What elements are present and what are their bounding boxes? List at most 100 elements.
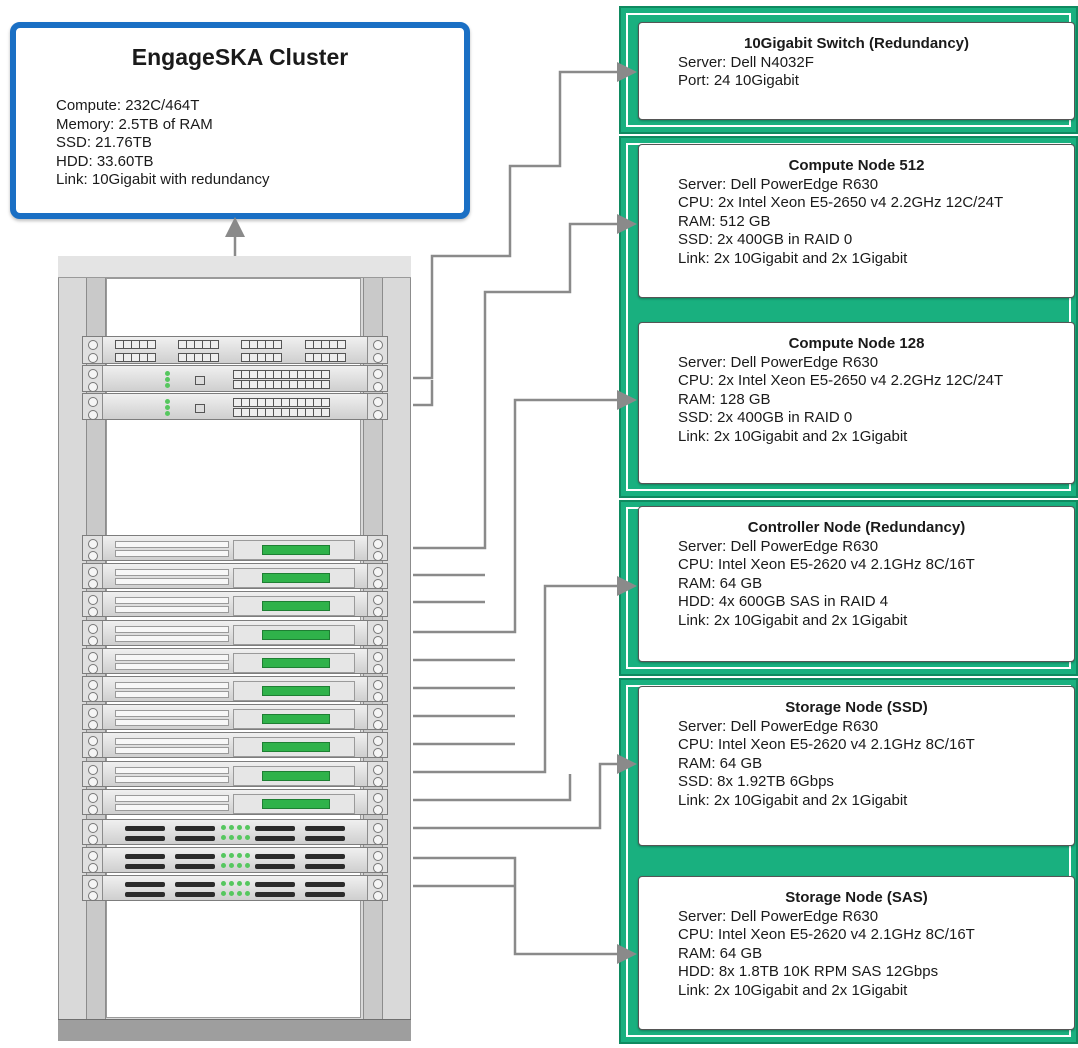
screw-icon [88, 764, 98, 775]
port-icon [290, 409, 297, 416]
port-icon [266, 409, 273, 416]
screw-icon [373, 891, 383, 902]
screw-icon [373, 680, 383, 690]
disk-slot-icon [125, 892, 165, 898]
node-compute-128: Compute Node 128 Server: Dell PowerEdge … [638, 322, 1075, 484]
drive-led-icon [229, 853, 234, 859]
node-line: RAM: 128 GB [678, 390, 771, 408]
drive-led-icon [221, 835, 226, 840]
port-block [233, 370, 330, 379]
screw-icon [373, 381, 383, 392]
screw-icon [373, 863, 383, 874]
screw-icon [373, 340, 383, 350]
disk-slot-icon [305, 826, 345, 831]
screw-icon [373, 736, 383, 747]
wire-storage-sas [413, 856, 637, 964]
screw-icon [373, 720, 383, 731]
server-unit [82, 676, 388, 702]
server-front-panel [233, 540, 355, 560]
server-bay [115, 578, 229, 586]
port-block [115, 340, 156, 349]
wire-switch-1 [413, 62, 637, 380]
rack-ear [367, 592, 387, 618]
port-icon [322, 399, 329, 406]
port-icon [250, 381, 257, 388]
screw-icon [88, 708, 98, 719]
server-unit [82, 760, 388, 787]
node-compute-512: Compute Node 512 Server: Dell PowerEdge … [638, 144, 1075, 298]
port-icon [274, 381, 281, 388]
server-unit [82, 619, 388, 646]
node-controller: Controller Node (Redundancy) Server: Del… [638, 506, 1075, 662]
screw-icon [373, 692, 383, 702]
screw-icon [373, 579, 383, 590]
server-unit [82, 591, 388, 618]
disk-slot-icon [175, 882, 215, 888]
server-bay [115, 606, 229, 614]
disk-slot-icon [125, 826, 165, 831]
screw-icon [88, 595, 98, 606]
disk-slot-icon [125, 882, 165, 888]
server-front-panel [233, 793, 355, 814]
server-bay [115, 766, 229, 774]
cluster-summary-box: EngageSKA Cluster Compute: 232C/464T Mem… [10, 22, 470, 219]
port-icon [338, 341, 345, 348]
port-icon [258, 409, 265, 416]
port-block [233, 380, 330, 389]
status-led-icon [165, 399, 170, 404]
port-icon [330, 354, 337, 361]
screw-icon [88, 736, 98, 747]
port-icon [242, 341, 249, 348]
server-front-panel [233, 624, 355, 645]
disk-slot-icon [255, 836, 295, 841]
rack-ear [83, 733, 103, 759]
server-front-panel [233, 737, 355, 758]
node-line: Server: Dell PowerEdge R630 [678, 907, 879, 925]
port-icon [338, 354, 345, 361]
node-title: Controller Node (Redundancy) [747, 519, 966, 536]
port-icon [330, 341, 337, 348]
screw-icon [88, 409, 98, 420]
wire-controller-b [413, 774, 572, 802]
port-icon [234, 399, 241, 406]
cluster-spec-ssd: SSD: 21.76TB [56, 134, 152, 151]
node-line: Link: 2x 10Gigabit and 2x 1Gigabit [678, 791, 908, 809]
screw-icon [88, 397, 98, 407]
port-icon [148, 341, 155, 348]
rack-ear [367, 366, 387, 392]
drive-led-icon [229, 881, 234, 887]
drive-led-icon [237, 835, 242, 840]
port-icon [258, 354, 265, 361]
port-icon [187, 354, 194, 361]
drive-led-icon [221, 891, 226, 897]
screw-icon [88, 551, 98, 561]
screw-icon [373, 369, 383, 379]
node-line: Server: Dell N4032F [678, 53, 814, 71]
screw-icon [88, 340, 98, 350]
node-storage-ssd: Storage Node (SSD) Server: Dell PowerEdg… [638, 686, 1075, 846]
rack-ear [367, 337, 387, 363]
server-bay [115, 775, 229, 783]
screw-icon [88, 692, 98, 702]
port-icon [290, 381, 297, 388]
node-line: RAM: 512 GB [678, 212, 771, 230]
node-line: SSD: 2x 400GB in RAID 0 [678, 409, 853, 426]
port-icon [187, 341, 194, 348]
port-icon [298, 399, 305, 406]
drive-led-icon [229, 863, 234, 869]
screw-icon [88, 381, 98, 392]
rack-ear [367, 733, 387, 759]
server-status-led [262, 545, 330, 555]
port-icon [314, 409, 321, 416]
screw-icon [88, 804, 98, 815]
drive-led-icon [245, 863, 250, 869]
node-title: 10Gigabit Switch (Redundancy) [743, 35, 970, 52]
node-line: Link: 2x 10Gigabit and 2x 1Gigabit [678, 427, 908, 445]
port-icon [242, 381, 249, 388]
rack-ear [367, 394, 387, 420]
status-led-icon [165, 377, 170, 382]
port-icon [322, 341, 329, 348]
screw-icon [373, 792, 383, 803]
status-led-icon [165, 371, 170, 376]
